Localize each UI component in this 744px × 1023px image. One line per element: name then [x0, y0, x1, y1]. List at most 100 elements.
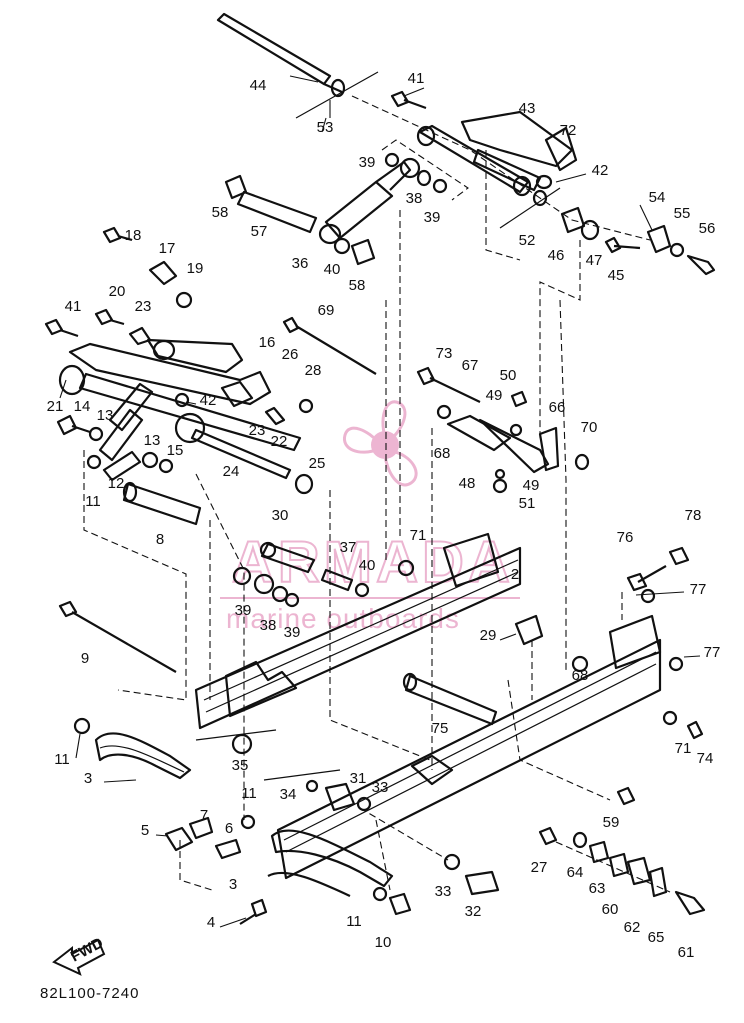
callout-42: 42	[200, 392, 217, 409]
callout-58: 58	[349, 277, 366, 294]
callout-12: 12	[108, 475, 125, 492]
part-2-left-slide-rail	[194, 532, 522, 730]
callout-8: 8	[156, 531, 164, 548]
callout-46: 46	[548, 247, 565, 264]
callout-48: 48	[459, 475, 476, 492]
callout-27: 27	[531, 859, 548, 876]
callout-51: 51	[519, 495, 536, 512]
callout-14: 14	[74, 398, 91, 415]
callout-19: 19	[187, 260, 204, 277]
part-44-rear-axle	[216, 12, 346, 98]
callout-42: 42	[592, 162, 609, 179]
callout-5: 5	[141, 822, 149, 839]
callout-39: 39	[424, 209, 441, 226]
callout-77: 77	[690, 581, 707, 598]
callout-3: 3	[229, 876, 237, 893]
callout-13: 13	[144, 432, 161, 449]
callout-41: 41	[65, 298, 82, 315]
callout-71: 71	[410, 527, 427, 544]
callout-72: 72	[560, 122, 577, 139]
callout-18: 18	[125, 227, 142, 244]
parts-linework	[44, 12, 716, 925]
callout-4: 4	[207, 914, 215, 931]
callout-17: 17	[159, 240, 176, 257]
callout-61: 61	[678, 944, 695, 961]
callout-71: 71	[675, 740, 692, 757]
callout-50: 50	[500, 367, 517, 384]
callout-38: 38	[260, 617, 277, 634]
callout-26: 26	[282, 346, 299, 363]
callout-57: 57	[251, 223, 268, 240]
callout-25: 25	[309, 455, 326, 472]
callout-44: 44	[250, 77, 267, 94]
callout-20: 20	[109, 283, 126, 300]
callout-47: 47	[586, 252, 603, 269]
callout-2: 2	[511, 566, 519, 583]
callout-24: 24	[223, 463, 240, 480]
callout-62: 62	[624, 919, 641, 936]
callout-11: 11	[54, 751, 70, 768]
part-right-slide-rail	[276, 614, 662, 880]
callout-3: 3	[84, 770, 92, 787]
callout-41: 41	[408, 70, 425, 87]
callout-10: 10	[375, 934, 392, 951]
callout-36: 36	[292, 255, 309, 272]
callout-58: 58	[212, 204, 229, 221]
callout-30: 30	[272, 507, 289, 524]
callout-7: 7	[200, 807, 208, 824]
callout-22: 22	[271, 433, 288, 450]
callout-9: 9	[81, 650, 89, 667]
callout-35: 35	[232, 757, 249, 774]
part-43-rear-arm	[416, 110, 578, 197]
catalog-code: 82L100-7240	[40, 985, 139, 1002]
callout-31: 31	[350, 770, 367, 787]
propeller-logo-icon	[342, 400, 418, 487]
callout-37: 37	[340, 539, 357, 556]
callout-66: 66	[549, 399, 566, 416]
callout-65: 65	[648, 929, 665, 946]
callout-49: 49	[523, 477, 540, 494]
callout-55: 55	[674, 205, 691, 222]
callout-28: 28	[305, 362, 322, 379]
callout-11: 11	[241, 785, 257, 802]
callout-38: 38	[406, 190, 423, 207]
callout-59: 59	[603, 814, 620, 831]
callout-60: 60	[602, 901, 619, 918]
callout-69: 69	[318, 302, 335, 319]
callout-76: 76	[617, 529, 634, 546]
callout-78: 78	[685, 507, 702, 524]
callout-49: 49	[486, 387, 503, 404]
callout-32: 32	[465, 903, 482, 920]
callout-34: 34	[280, 786, 297, 803]
callout-13: 13	[97, 407, 114, 424]
callout-39: 39	[359, 154, 376, 171]
callout-63: 63	[589, 880, 606, 897]
callout-53: 53	[317, 119, 334, 136]
part-36-shock-absorber	[318, 160, 412, 266]
callout-43: 43	[519, 100, 536, 117]
callout-39: 39	[235, 602, 252, 619]
callout-73: 73	[436, 345, 453, 362]
callout-16: 16	[259, 334, 276, 351]
callout-11: 11	[346, 913, 362, 930]
callout-75: 75	[432, 720, 449, 737]
cut-line	[295, 71, 379, 119]
callout-33: 33	[435, 883, 452, 900]
callout-33: 33	[372, 779, 389, 796]
callout-11: 11	[85, 493, 101, 510]
callout-40: 40	[324, 261, 341, 278]
callout-29: 29	[480, 627, 497, 644]
callout-40: 40	[359, 557, 376, 574]
callout-70: 70	[581, 419, 598, 436]
callout-67: 67	[462, 357, 479, 374]
callout-6: 6	[225, 820, 233, 837]
callout-77: 77	[704, 644, 721, 661]
callout-68: 68	[572, 667, 589, 684]
callout-23: 23	[249, 422, 266, 439]
callout-68: 68	[434, 445, 451, 462]
callout-74: 74	[697, 750, 714, 767]
callout-15: 15	[167, 442, 184, 459]
